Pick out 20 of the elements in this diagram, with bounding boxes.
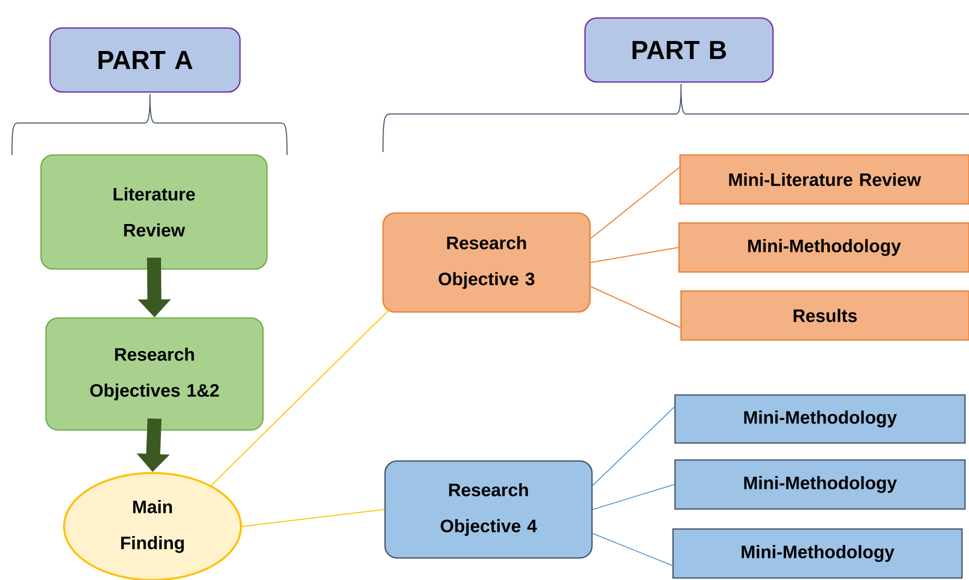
topic-box: Mini-Methodology bbox=[674, 394, 966, 444]
connector-line bbox=[590, 286, 681, 328]
topic-box: Mini-Methodology bbox=[678, 222, 969, 273]
connector-line bbox=[592, 533, 673, 566]
process-box: Research Objectives 1&2 bbox=[45, 317, 264, 431]
connector-line bbox=[590, 247, 679, 263]
objective-box: Research Objective 3 bbox=[382, 212, 591, 313]
topic-box: Mini-Methodology bbox=[674, 459, 966, 510]
connector-line bbox=[592, 484, 675, 510]
connector-line bbox=[210, 308, 391, 486]
topic-box: Mini-Literature Review bbox=[679, 154, 969, 205]
process-box: Literature Review bbox=[40, 154, 268, 270]
topic-box: Mini-Methodology bbox=[672, 528, 963, 579]
connector-line bbox=[590, 167, 680, 239]
topic-box: Results bbox=[680, 290, 969, 341]
connector-line bbox=[592, 406, 675, 486]
connector-line bbox=[242, 509, 385, 527]
part-heading-box: PART A bbox=[49, 27, 241, 93]
part-heading-box: PART B bbox=[584, 17, 774, 83]
objective-box: Research Objective 4 bbox=[384, 460, 593, 559]
